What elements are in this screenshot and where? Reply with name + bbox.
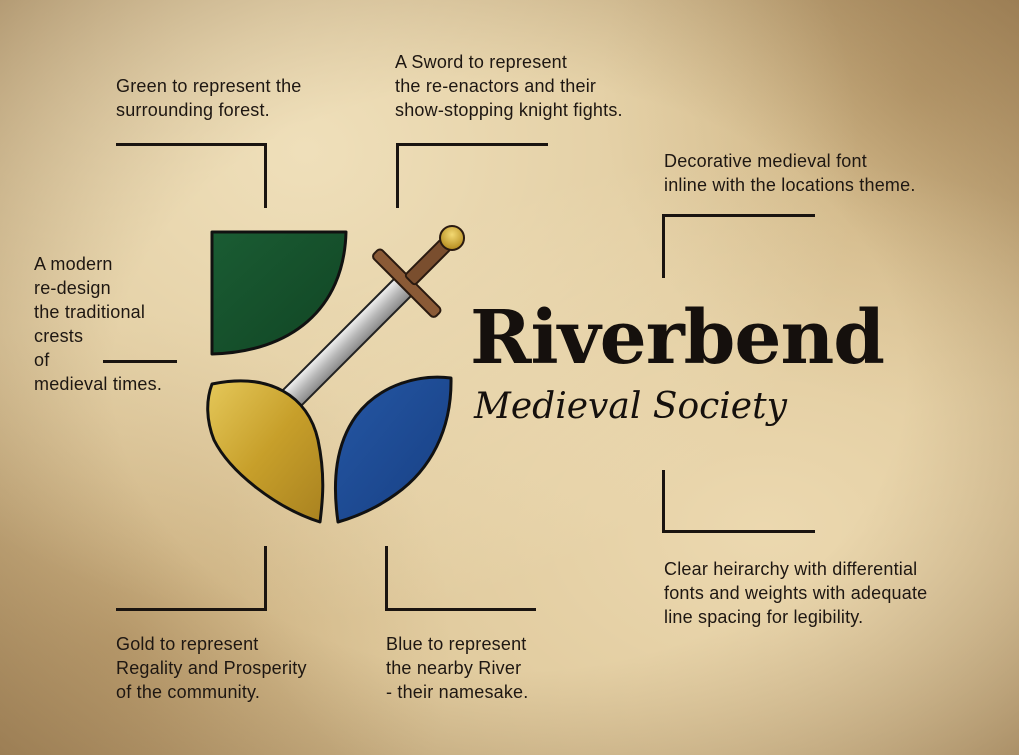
sword: [257, 224, 466, 433]
blue-annotation: Blue to represent the nearby River - the…: [386, 634, 529, 702]
logo-subtitle: Medieval Society: [474, 386, 787, 427]
hierarchy-leader-vertical: [662, 470, 665, 533]
hierarchy-annotation: Clear heirarchy with differential fonts …: [664, 559, 928, 627]
hierarchy-leader-horizontal: [662, 530, 815, 533]
green-segment: [210, 230, 348, 356]
font-leader-vertical: [662, 214, 665, 278]
green-leader-horizontal: [116, 143, 267, 146]
gold-segment: [206, 379, 325, 524]
green-annotation: Green to represent the surrounding fores…: [116, 76, 302, 120]
font-annotation: Decorative medieval font inline with the…: [664, 151, 916, 195]
logo-title: Riverbend: [470, 295, 885, 381]
gold-annotation: Gold to represent Regality and Prosperit…: [116, 634, 307, 702]
blue-leader-vertical: [385, 546, 388, 611]
blue-segment: [333, 375, 453, 524]
sword-leader-horizontal: [396, 143, 548, 146]
green-leader-vertical: [264, 143, 267, 208]
sword-leader-vertical: [396, 143, 399, 208]
gold-leader-horizontal: [116, 608, 267, 611]
blue-leader-horizontal: [385, 608, 536, 611]
font-leader-horizontal: [662, 214, 815, 217]
modern-leader: [103, 360, 177, 363]
gold-leader-vertical: [264, 546, 267, 611]
sword-annotation: A Sword to represent the re-enactors and…: [395, 52, 623, 120]
modern-annotation: A modern re-design the traditional crest…: [34, 254, 163, 394]
